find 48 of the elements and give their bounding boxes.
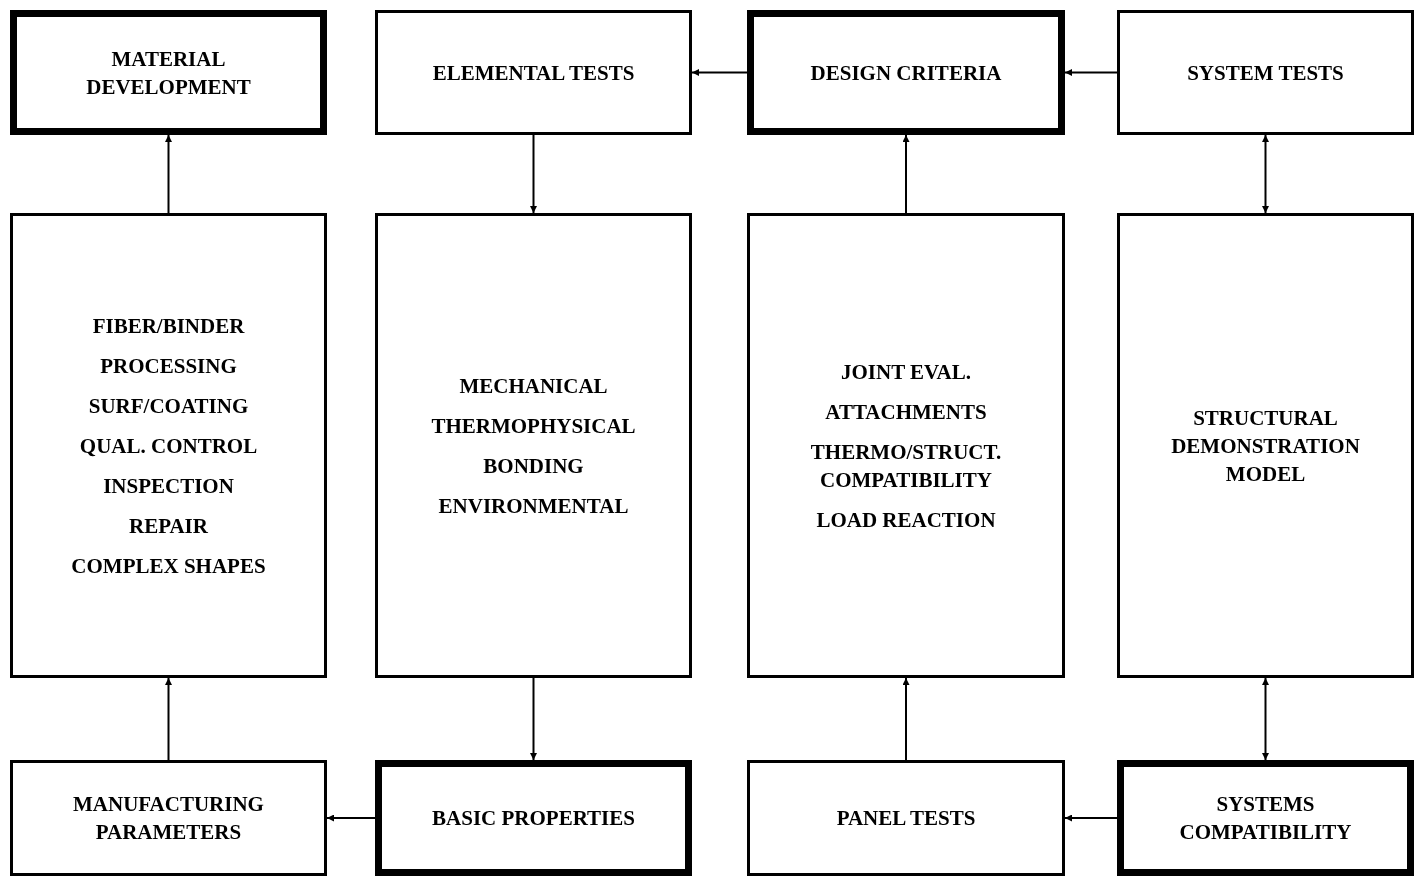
arrow [165,677,172,761]
box-label: BASIC PROPERTIES [432,805,635,832]
box-label: MANUFACTURING PARAMETERS [72,791,265,846]
process-box [10,213,327,678]
process-box [1117,760,1414,876]
box-label: THERMO/STRUCT. COMPATIBILITY [809,438,1003,494]
process-box [747,760,1065,876]
box-label: QUAL. CONTROL [79,432,258,460]
box-label: REPAIR [129,512,208,540]
box-label: PANEL TESTS [836,805,976,832]
box-label: INSPECTION [103,472,234,500]
box-label: LOAD REACTION [816,506,996,534]
arrow [1262,134,1269,214]
box-label: THERMOPHYSICAL [431,412,636,440]
box-label: MATERIAL DEVELOPMENT [85,45,252,101]
box-label: PROCESSING [100,352,237,380]
box-label: ATTACHMENTS [825,398,987,426]
process-box [747,10,1065,135]
process-box [10,10,327,135]
process-box [375,10,692,135]
process-box [1117,213,1414,678]
process-box [375,760,692,876]
box-label: STRUCTURAL DEMONSTRATION MODEL [1170,404,1361,488]
box-label: BONDING [483,452,584,480]
arrow [165,134,172,214]
arrow [1064,814,1118,822]
process-box [1117,10,1414,135]
process-box [375,213,692,678]
box-label: ELEMENTAL TESTS [432,59,635,87]
box-label: FIBER/BINDER [92,312,245,340]
arrow [902,677,910,761]
box-label: MECHANICAL [459,372,608,400]
process-box [747,213,1065,678]
box-label: JOINT EVAL. [841,358,971,386]
arrow [902,134,910,214]
arrow [1262,677,1269,761]
box-label: DESIGN CRITERIA [810,59,1002,87]
arrow [530,677,537,761]
box-label: ENVIRONMENTAL [438,492,629,520]
box-label: SURF/COATING [88,392,249,420]
box-label: COMPLEX SHAPES [71,552,266,580]
box-label: SYSTEMS COMPATIBILITY [1178,791,1353,846]
box-label: SYSTEM TESTS [1187,59,1344,87]
process-box [10,760,327,876]
arrow [691,69,748,76]
arrow [326,814,376,822]
arrow [1064,69,1118,76]
arrow [530,134,537,214]
